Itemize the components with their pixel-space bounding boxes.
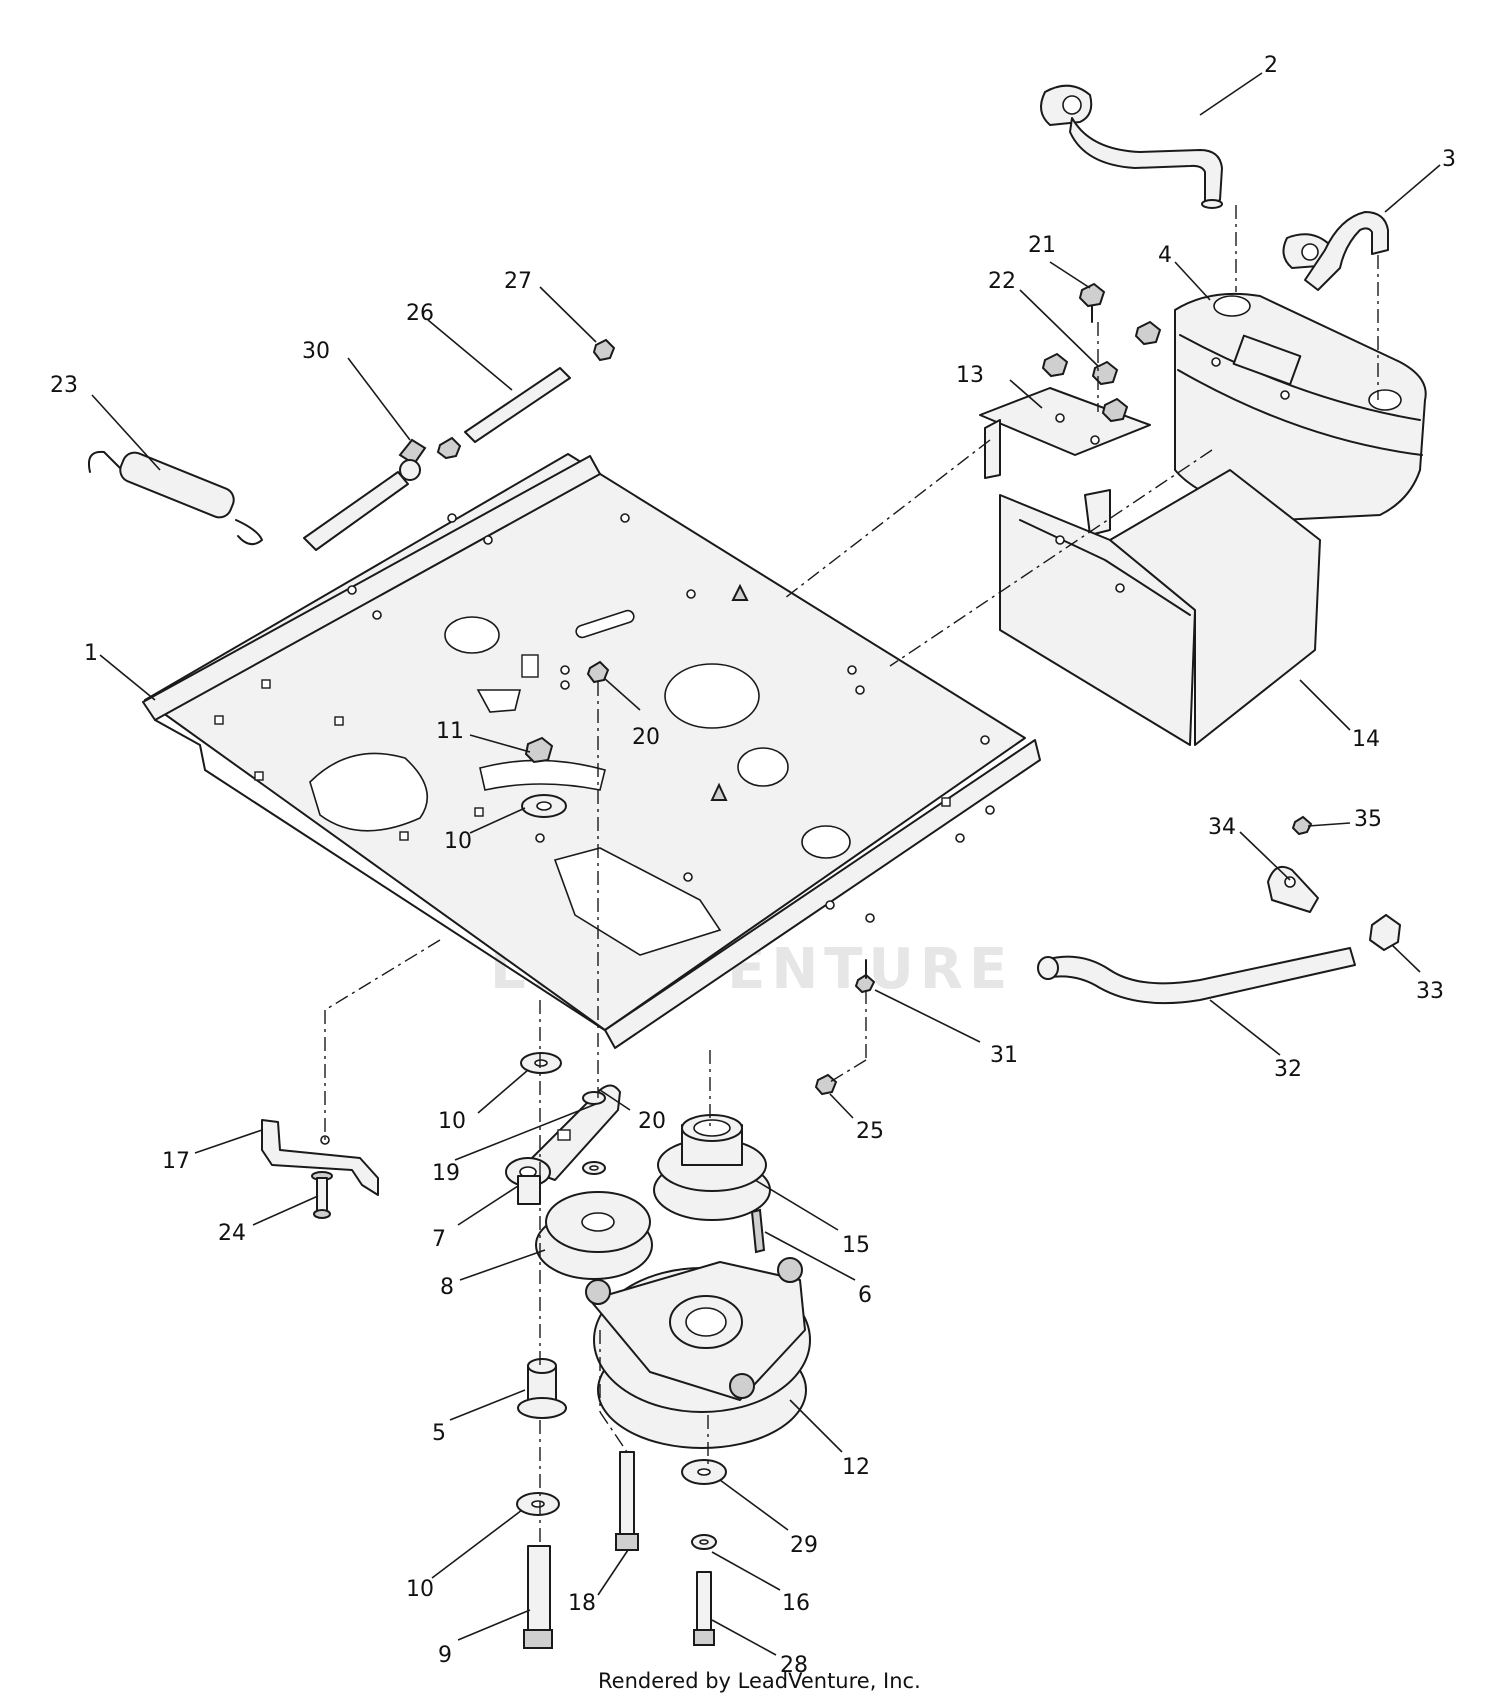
callout-10-plate: 10 [444,829,472,854]
callout-1: 1 [84,641,98,666]
main-plate [142,453,1041,1049]
callout-18: 18 [568,1591,596,1616]
callout-10-lower: 10 [406,1577,434,1602]
callout-4: 4 [1158,243,1172,268]
exhaust-pipe-right [1282,211,1389,291]
clutch-12 [585,1257,811,1449]
callout-34: 34 [1208,815,1236,840]
key-6 [750,1208,766,1254]
assembly-lines [324,205,1379,1546]
callout-21: 21 [1028,233,1056,258]
callouts: 1 2 3 4 5 6 7 8 9 10 10 10 11 12 13 14 1… [50,53,1456,1678]
credit-text: Rendered by LeadVenture, Inc. [598,1669,921,1693]
callout-8: 8 [440,1275,454,1300]
callout-13: 13 [956,363,984,388]
callout-5: 5 [432,1421,446,1446]
callout-35: 35 [1354,807,1382,832]
washer-16 [691,1534,717,1550]
callout-7: 7 [432,1227,446,1252]
callout-27: 27 [504,269,532,294]
callout-19: 19 [432,1161,460,1186]
callout-15: 15 [842,1233,870,1258]
callout-33: 33 [1416,979,1444,1004]
callout-20-lower: 20 [638,1109,666,1134]
bolt-24 [311,1171,333,1219]
exhaust-pipe-left [1040,84,1223,209]
callout-9: 9 [438,1643,452,1668]
bolt-9 [523,1545,553,1649]
bolt-28 [693,1571,715,1646]
muffler [1174,292,1427,521]
shield-box [999,469,1321,746]
spacer-29 [681,1459,727,1485]
callout-28: 28 [780,1653,808,1678]
leader-lines [91,72,1441,1656]
idler-pulley-8 [535,1191,653,1280]
callout-23: 23 [50,373,78,398]
callout-16: 16 [782,1591,810,1616]
callout-11: 11 [436,719,464,744]
callout-17: 17 [162,1149,190,1174]
callout-26: 26 [406,301,434,326]
callout-24: 24 [218,1221,246,1246]
callout-32: 32 [1274,1057,1302,1082]
callout-20-upper: 20 [632,725,660,750]
rod [436,367,571,460]
callout-12: 12 [842,1455,870,1480]
bracket-17 [261,1119,379,1196]
callout-3: 3 [1442,147,1456,172]
callout-2: 2 [1264,53,1278,78]
cable [303,438,427,551]
pulley-15 [653,1114,771,1221]
fuel-line-32 [1037,947,1356,1005]
clamp-34 [1267,866,1319,913]
bolt-18 [615,1451,639,1551]
washer-19 [582,1091,606,1175]
spring [88,450,263,546]
callout-29: 29 [790,1533,818,1558]
callout-14: 14 [1352,727,1380,752]
hardware [516,282,1401,1516]
callout-22: 22 [988,269,1016,294]
callout-30: 30 [302,339,330,364]
bracket [979,387,1151,536]
callout-31: 31 [990,1043,1018,1068]
bushing-5 [517,1358,567,1419]
idler-arm-7 [505,1084,621,1205]
callout-25: 25 [856,1119,884,1144]
callout-10-upper: 10 [438,1109,466,1134]
callout-6: 6 [858,1283,872,1308]
